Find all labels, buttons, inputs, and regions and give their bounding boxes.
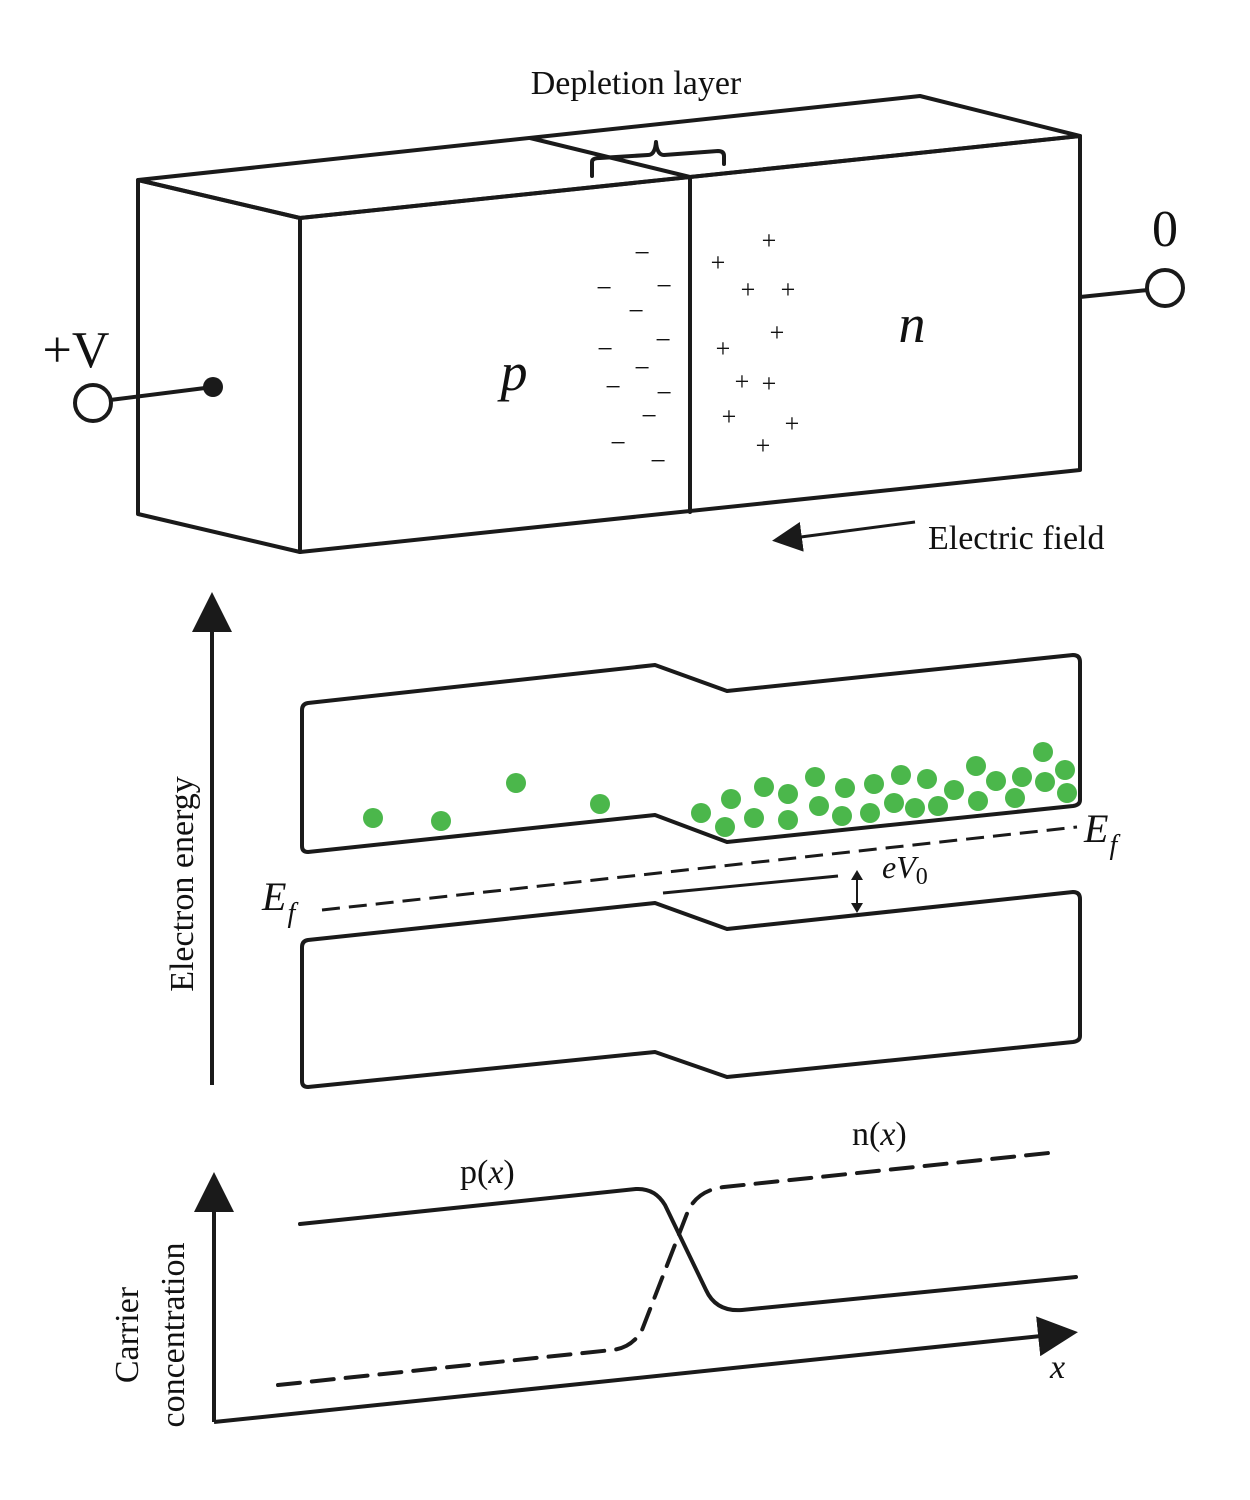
negative-ion: −	[641, 401, 657, 432]
positive-ion: +	[762, 226, 777, 255]
p-curve-label: p(x)	[460, 1154, 515, 1191]
negative-ion: −	[655, 325, 671, 356]
p-concentration-curve	[298, 1186, 1078, 1313]
negative-ion: −	[597, 334, 613, 365]
n-curve-label: n(x)	[852, 1116, 907, 1153]
plus-v-label: +V	[43, 322, 110, 379]
concentration-axis-x	[213, 1316, 1078, 1424]
negative-ions: − − − − − − − − − − − −	[596, 238, 672, 477]
barrier-reference-line	[662, 874, 839, 895]
left-terminal: +V	[43, 322, 223, 423]
barrier-label: eV0	[882, 849, 928, 890]
depletion-brace	[590, 140, 726, 178]
x-axis-label: x	[1049, 1349, 1065, 1386]
zero-label: 0	[1152, 201, 1178, 258]
terminal-circle-left	[73, 383, 113, 423]
terminal-circle-right	[1145, 268, 1185, 308]
positive-ion: +	[756, 431, 771, 460]
positive-ion: +	[741, 275, 756, 304]
valence-holes	[311, 912, 1025, 1007]
positive-ion: +	[770, 318, 785, 347]
negative-ion: −	[634, 238, 650, 269]
negative-ion: −	[650, 446, 666, 477]
n-region-label: n	[899, 294, 926, 354]
terminal-contact-dot	[203, 377, 223, 397]
pn-block	[136, 94, 1082, 554]
barrier-arrow-bottom	[851, 903, 863, 913]
negative-ion: −	[628, 296, 644, 327]
fermi-level-right-label: Ef	[1083, 806, 1120, 861]
n-concentration-curve	[276, 1150, 1060, 1387]
positive-ion: +	[722, 402, 737, 431]
p-region-label: p	[497, 342, 528, 402]
barrier-arrow-top	[851, 870, 863, 880]
electron-energy-label: Electron energy	[164, 776, 201, 992]
fermi-level-line	[321, 825, 1078, 912]
negative-ion: −	[656, 378, 672, 409]
negative-ion: −	[596, 273, 612, 304]
block-front-face	[298, 134, 1082, 554]
positive-ions: + + + + + + + + + + +	[711, 226, 800, 460]
positive-ion: +	[716, 334, 731, 363]
positive-ion: +	[785, 409, 800, 438]
fermi-level-left-label: Ef	[261, 874, 298, 929]
electric-field-label: Electric field	[928, 520, 1105, 557]
negative-ion: −	[610, 428, 626, 459]
carrier-label-line1: Carrier	[109, 1286, 146, 1383]
conduction-band	[300, 653, 1082, 854]
right-terminal: 0	[1078, 201, 1185, 308]
block-left-face	[136, 178, 302, 554]
negative-ion: −	[605, 372, 621, 403]
negative-ion: −	[634, 353, 650, 384]
positive-ion: +	[781, 275, 796, 304]
valence-band	[300, 890, 1082, 1089]
positive-ion: +	[762, 369, 777, 398]
conduction-electrons	[363, 742, 1077, 837]
positive-ion: +	[711, 248, 726, 277]
negative-ion: −	[656, 271, 672, 302]
electric-field-arrow	[772, 520, 916, 552]
carrier-label-line2: concentration	[155, 1242, 192, 1427]
positive-ion: +	[735, 367, 750, 396]
depletion-layer-label: Depletion layer	[531, 65, 742, 102]
